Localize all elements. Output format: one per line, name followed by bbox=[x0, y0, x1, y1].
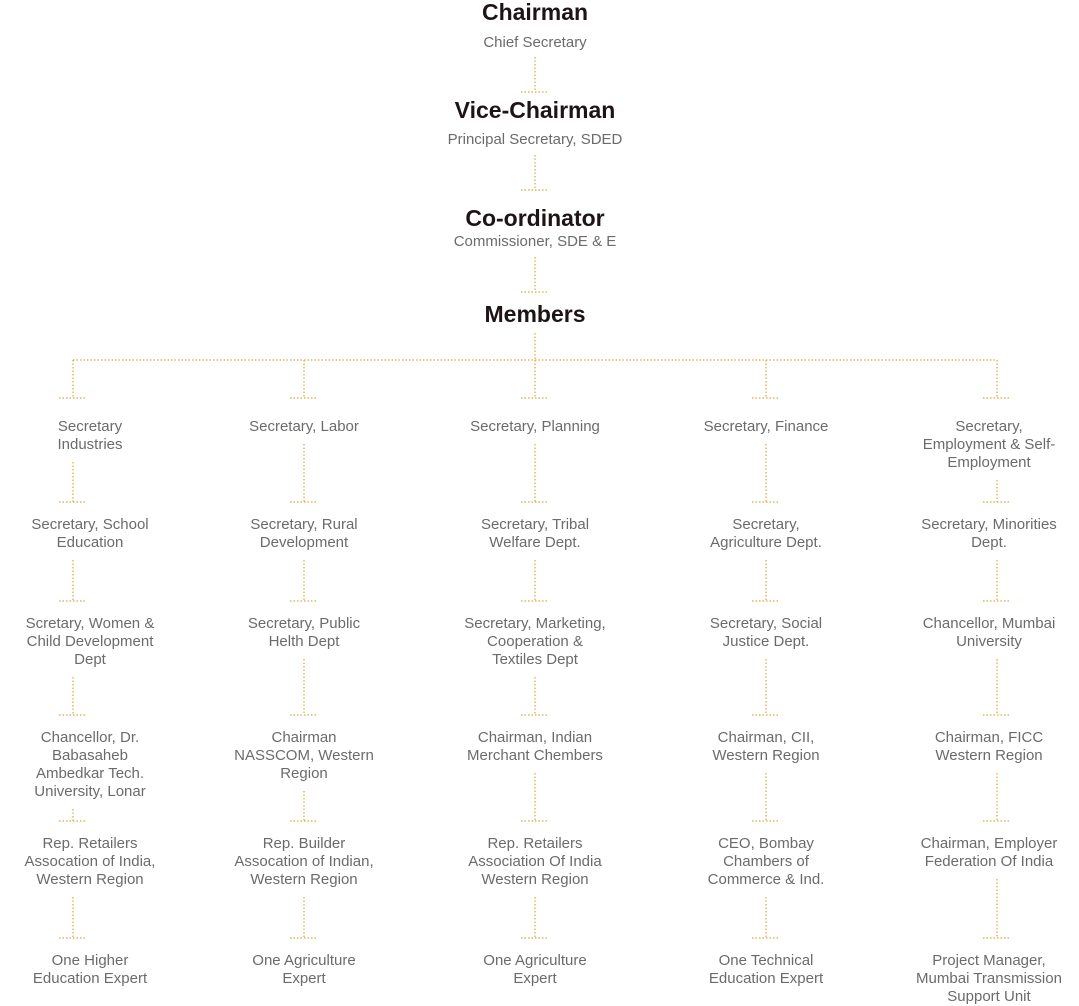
chairman-title: Chairman bbox=[481, 0, 589, 25]
member-box: One Agriculture Expert bbox=[483, 952, 587, 987]
chairman-subtitle: Chief Secretary bbox=[483, 34, 587, 51]
member-box: Secretary, Social Justice Dept. bbox=[709, 615, 823, 650]
coordinator-subtitle: Commissioner, SDE & E bbox=[453, 233, 617, 250]
member-box: Chairman, Employer Federation Of India bbox=[920, 835, 1058, 870]
member-box: Chairman, FICC Western Region bbox=[934, 729, 1044, 764]
member-box: Secretary Industries bbox=[57, 418, 123, 453]
vice-chairman-title: Vice-Chairman bbox=[454, 97, 616, 123]
member-box: Chairman, Indian Merchant Chembers bbox=[467, 729, 603, 764]
member-box: Secretary, Finance bbox=[703, 418, 829, 435]
member-box: One Higher Education Expert bbox=[32, 952, 148, 987]
member-box: Secretary, Public Helth Dept bbox=[247, 615, 361, 650]
member-box: Rep. Retailers Association Of India West… bbox=[468, 835, 602, 888]
member-box: Secretary, Labor bbox=[249, 418, 359, 435]
member-box: Project Manager, Mumbai Transmission Sup… bbox=[916, 952, 1062, 1005]
member-box: CEO, Bombay Chambers of Commerce & Ind. bbox=[707, 835, 825, 888]
member-box: Secretary, Minorities Dept. bbox=[921, 516, 1057, 551]
member-box: Scretary, Women & Child Development Dept bbox=[25, 615, 155, 668]
member-box: Secretary, Rural Development bbox=[250, 516, 358, 551]
member-box: Secretary, Tribal Welfare Dept. bbox=[480, 516, 590, 551]
member-box: One Agriculture Expert bbox=[252, 952, 356, 987]
member-box: Chancellor, Mumbai University bbox=[922, 615, 1056, 650]
member-box: Secretary, Employment & Self- Employment bbox=[922, 418, 1056, 471]
member-box: One Technical Education Expert bbox=[708, 952, 824, 987]
member-box: Chairman NASSCOM, Western Region bbox=[234, 729, 374, 782]
member-box: Chairman, CII, Western Region bbox=[712, 729, 820, 764]
member-box: Rep. Builder Assocation of Indian, Weste… bbox=[234, 835, 374, 888]
member-box: Chancellor, Dr. Babasaheb Ambedkar Tech.… bbox=[34, 729, 146, 800]
vice-chairman-subtitle: Principal Secretary, SDED bbox=[447, 131, 623, 148]
member-box: Secretary, School Education bbox=[31, 516, 149, 551]
members-title: Members bbox=[484, 301, 586, 327]
member-box: Rep. Retailers Assocation of India, West… bbox=[24, 835, 156, 888]
member-box: Secretary, Marketing, Cooperation & Text… bbox=[464, 615, 606, 668]
member-box: Secretary, Planning bbox=[470, 418, 600, 435]
coordinator-title: Co-ordinator bbox=[465, 205, 605, 231]
member-box: Secretary, Agriculture Dept. bbox=[710, 516, 822, 551]
